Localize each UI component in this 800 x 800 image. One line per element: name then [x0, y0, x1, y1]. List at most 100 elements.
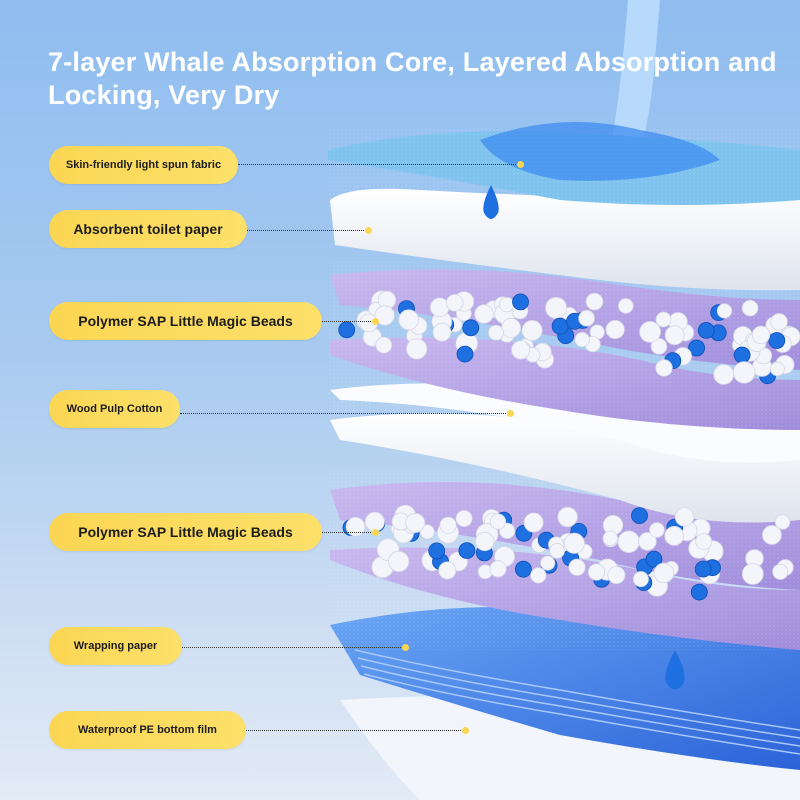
- sap-bead-white: [578, 309, 595, 327]
- sap-bead-white: [649, 522, 665, 538]
- sap-bead-blue: [456, 345, 474, 363]
- sap-bead-blue: [551, 317, 569, 335]
- leader-line: [180, 413, 510, 414]
- sap-bead-blue: [697, 321, 715, 339]
- sap-bead-blue: [458, 542, 476, 559]
- leader-line: [322, 532, 375, 533]
- sap-bead-white: [713, 364, 735, 385]
- sap-bead-blue: [645, 550, 663, 568]
- leader-line: [322, 321, 375, 322]
- sap-bead-white: [501, 317, 522, 338]
- sap-bead-white: [489, 513, 507, 530]
- sap-bead-white: [432, 322, 452, 342]
- sap-bead-white: [664, 526, 685, 546]
- sap-bead-white: [617, 530, 640, 554]
- sap-bead-white: [345, 516, 366, 537]
- sap-bead-white: [716, 303, 733, 319]
- sap-bead-white: [762, 525, 782, 545]
- sap-bead-white: [445, 293, 464, 312]
- water-stream: [610, 0, 660, 150]
- sap-bead-blue: [733, 346, 751, 364]
- sap-bead-blue: [462, 319, 480, 337]
- sap-bead-white: [568, 558, 586, 576]
- sap-bead-white: [511, 340, 531, 360]
- sap-bead-white: [563, 532, 585, 554]
- sap-bead-white: [732, 361, 756, 384]
- sap-bead-white: [474, 304, 494, 324]
- sap-bead-blue: [631, 507, 648, 524]
- sap-bead-white: [605, 319, 625, 340]
- leader-line: [238, 164, 520, 165]
- sap-bead-white: [523, 512, 544, 533]
- label-skin-fabric: Skin-friendly light spun fabric: [49, 146, 238, 184]
- sap-bead-white: [770, 313, 788, 331]
- sap-bead-white: [774, 514, 791, 530]
- sap-bead-white: [655, 359, 673, 377]
- sap-bead-white: [374, 305, 395, 326]
- marker-dot: [372, 529, 379, 536]
- sap-bead-white: [617, 298, 634, 314]
- label-sap-beads-2: Polymer SAP Little Magic Beads: [49, 513, 322, 551]
- sap-bead-blue: [768, 332, 786, 349]
- sap-bead-blue: [512, 293, 529, 311]
- sap-bead-white: [388, 550, 410, 573]
- sap-bead-white: [545, 296, 568, 319]
- sap-bead-white: [438, 561, 457, 580]
- label-wood-pulp: Wood Pulp Cotton: [49, 390, 180, 428]
- sap-bead-white: [695, 533, 713, 550]
- sap-bead-blue: [694, 560, 712, 578]
- sap-bead-white: [540, 555, 556, 571]
- sap-bead-white: [439, 516, 457, 534]
- sap-bead-white: [772, 563, 789, 580]
- sap-bead-white: [741, 299, 759, 317]
- sap-bead-white: [489, 560, 507, 578]
- sap-bead-white: [664, 325, 685, 346]
- sap-bead-white: [499, 296, 515, 313]
- sap-bead-white: [741, 563, 764, 585]
- sap-bead-blue: [515, 560, 532, 578]
- leader-line: [246, 730, 465, 731]
- sap-bead-white: [530, 567, 547, 584]
- sap-bead-white: [521, 319, 543, 341]
- leader-line: [247, 230, 368, 231]
- sap-bead-white: [602, 530, 619, 547]
- sap-bead-blue: [688, 339, 705, 357]
- sap-bead-white: [653, 562, 675, 584]
- sap-bead-blue: [428, 542, 446, 560]
- headline-title: 7-layer Whale Absorption Core, Layered A…: [48, 47, 777, 110]
- sap-bead-white: [751, 325, 771, 345]
- marker-dot: [365, 227, 372, 234]
- sap-bead-white: [375, 336, 393, 354]
- sap-bead-white: [488, 324, 504, 341]
- label-toilet-paper: Absorbent toilet paper: [49, 210, 247, 248]
- label-pe-film: Waterproof PE bottom film: [49, 711, 246, 749]
- toilet-paper-layer: [330, 188, 800, 291]
- sap-bead-white: [607, 566, 626, 585]
- marker-dot: [402, 644, 409, 651]
- sap-bead-white: [638, 532, 657, 551]
- sap-bead-white: [455, 509, 473, 527]
- marker-dot: [517, 161, 524, 168]
- marker-dot: [462, 727, 469, 734]
- water-droplet-icon: [483, 185, 499, 219]
- sap-bead-white: [632, 571, 649, 588]
- sap-bead-white: [405, 512, 426, 533]
- sap-bead-white: [419, 524, 435, 540]
- sap-bead-white: [674, 507, 695, 527]
- skin-fabric-layer: [328, 122, 800, 210]
- sap-bead-blue: [338, 321, 356, 339]
- sap-bead-white: [650, 338, 668, 355]
- leader-line: [182, 647, 405, 648]
- sap-bead-white: [549, 543, 565, 559]
- label-wrapping-paper: Wrapping paper: [49, 627, 182, 665]
- sap-bead-white: [585, 292, 604, 311]
- sap-bead-white: [587, 563, 606, 581]
- sap-bead-white: [574, 331, 590, 348]
- sap-bead-white: [398, 309, 420, 331]
- sap-bead-white: [639, 320, 661, 343]
- sap-bead-white: [655, 311, 672, 328]
- sap-bead-white: [406, 338, 428, 360]
- sap-bead-white: [475, 531, 495, 552]
